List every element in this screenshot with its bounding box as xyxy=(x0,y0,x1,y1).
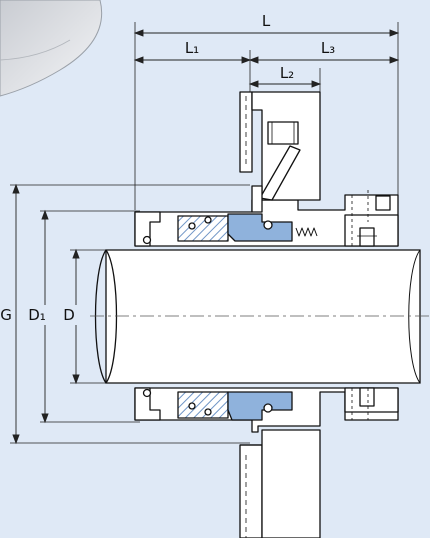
o-ring xyxy=(142,388,152,398)
package-box-edge xyxy=(0,39,71,61)
label-L1: L₁ xyxy=(185,39,199,57)
set-screw xyxy=(375,195,391,211)
package-box-corner xyxy=(0,0,103,97)
spring xyxy=(295,227,318,237)
set-screw xyxy=(359,387,375,407)
drive-lever xyxy=(259,145,301,201)
label-L2: L₂ xyxy=(280,64,294,82)
label-G: G xyxy=(0,306,12,324)
o-ring xyxy=(188,222,196,230)
set-screw xyxy=(359,227,375,247)
o-ring xyxy=(263,220,273,230)
o-ring xyxy=(188,402,196,410)
label-L3: L₃ xyxy=(321,39,335,57)
label-D1: D₁ xyxy=(28,306,46,324)
upper-seal-assembly xyxy=(134,190,399,247)
end-cap xyxy=(134,211,161,247)
rotating-face xyxy=(177,215,229,242)
drive-tower xyxy=(239,91,321,213)
extension-lines xyxy=(10,22,399,444)
o-ring xyxy=(263,403,273,413)
label-L: L xyxy=(262,12,271,30)
lower-seal-assembly xyxy=(134,387,399,538)
o-ring xyxy=(204,216,212,224)
o-ring xyxy=(142,235,152,245)
shaft xyxy=(90,249,430,384)
rotating-face xyxy=(177,391,229,419)
end-cap xyxy=(134,387,161,421)
stationary-seat xyxy=(227,391,293,421)
stationary-seat xyxy=(227,213,293,242)
label-D: D xyxy=(63,306,75,324)
fitting xyxy=(267,121,299,145)
o-ring xyxy=(204,408,212,416)
